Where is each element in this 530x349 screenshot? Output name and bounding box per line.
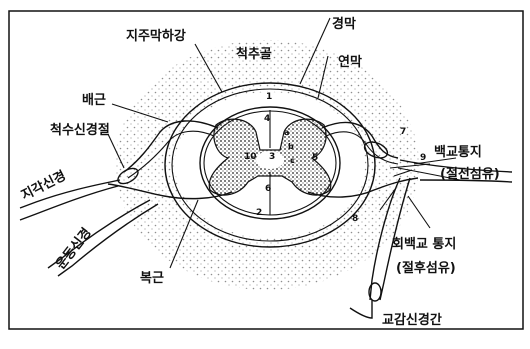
label-dorsal-root: 배근 [82,92,106,108]
number-7: 7 [400,127,406,137]
number-4: 4 [264,114,270,124]
sympathetic-trunk [350,300,372,318]
label-pia: 연막 [338,54,362,70]
label-vertebra: 척추골 [236,46,272,62]
number-3: 3 [269,152,275,162]
label-white-ramus: 백교통지 [434,145,482,160]
label-subarachnoid: 지주막하강 [126,28,186,44]
label-white-ramus-sub: (절전섬유) [440,166,500,182]
letter-a: a [284,128,289,137]
label-ganglion: 척수신경절 [50,122,110,138]
label-gray-ramus: 회백교 통지 [392,236,456,252]
label-sympathetic-trunk: 교감신경간 [382,312,442,328]
letter-b: b [288,142,294,151]
number-6: 6 [265,184,271,194]
label-gray-ramus-sub: (절후섬유) [396,260,456,276]
number-10: 10 [244,152,257,162]
label-sensory-nerve: 지각신경 [19,168,69,204]
number-8: 8 [352,214,358,224]
letter-c: c [290,156,295,165]
number-9: 9 [420,153,426,163]
number-5: 5 [312,153,318,163]
number-1: 1 [266,92,272,102]
number-2: 2 [256,208,262,218]
label-dura: 경막 [332,16,356,32]
leader-gray-ramus [408,196,430,228]
label-ventral-root: 복근 [140,271,164,286]
